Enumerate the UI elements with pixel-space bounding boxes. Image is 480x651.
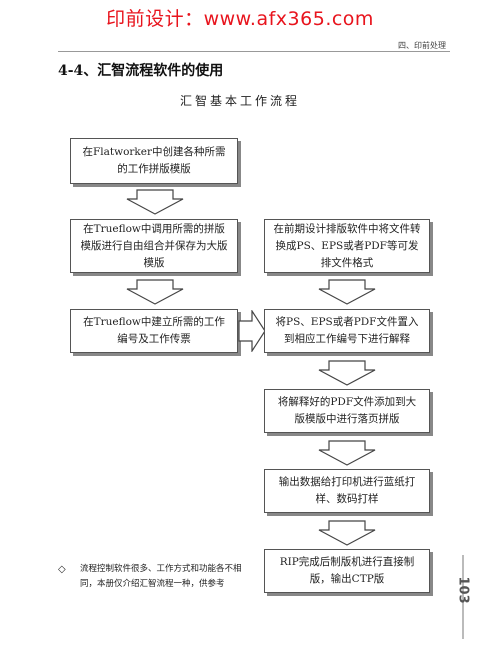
- diagram-title: 汇智基本工作流程: [179, 94, 300, 108]
- step-label: 在前期设计排版软件中将文件转换成PS、EPS或者PDF等可发排文件格式: [273, 222, 421, 269]
- footnote-text: 流程控制软件很多、工作方式和功能各不相同，本册仅介绍汇智流程一种，供参考: [80, 564, 242, 589]
- step-combine-template: 在Trueflow中调用所需的拼版模版进行自由组合并保存为大版模版: [70, 219, 238, 273]
- step-proofing: 输出数据给打印机进行蓝纸打样、数码打样: [264, 469, 430, 513]
- right-arrow-icon: [238, 310, 266, 352]
- step-label: 输出数据给打印机进行蓝纸打样、数码打样: [278, 476, 416, 505]
- down-arrow-icon: [126, 279, 184, 305]
- step-rip-files: 将PS、EPS或者PDF文件置入到相应工作编号下进行解释: [264, 309, 430, 353]
- step-label: 将解释好的PDF文件添加到大版模版中进行落页拼版: [277, 396, 417, 425]
- down-arrow-icon: [318, 360, 376, 386]
- step-convert-files: 在前期设计排版软件中将文件转换成PS、EPS或者PDF等可发排文件格式: [264, 219, 430, 273]
- down-arrow-icon: [126, 189, 184, 215]
- step-label: 将PS、EPS或者PDF文件置入到相应工作编号下进行解释: [275, 316, 419, 345]
- down-arrow-icon: [318, 520, 376, 546]
- step-label: 在Flatworker中创建各种所需的工作拼版模版: [82, 146, 226, 175]
- step-create-job: 在Trueflow中建立所需的工作编号及工作传票: [70, 309, 238, 353]
- step-label: 在Trueflow中建立所需的工作编号及工作传票: [83, 316, 225, 345]
- watermark: 印前设计：www.afx365.com: [106, 8, 374, 30]
- step-label: RIP完成后制版机进行直接制版，输出CTP版: [279, 556, 415, 585]
- step-label: 在Trueflow中调用所需的拼版模版进行自由组合并保存为大版模版: [80, 222, 228, 269]
- step-imposition: 将解释好的PDF文件添加到大版模版中进行落页拼版: [264, 389, 430, 433]
- page-margin-rule: [462, 555, 464, 639]
- down-arrow-icon: [318, 440, 376, 466]
- down-arrow-icon: [318, 279, 376, 305]
- step-ctp-output: RIP完成后制版机进行直接制版，输出CTP版: [264, 549, 430, 593]
- section-title: 4-4、汇智流程软件的使用: [58, 63, 224, 79]
- header-rule: [58, 51, 450, 52]
- step-create-template: 在Flatworker中创建各种所需的工作拼版模版: [70, 138, 238, 184]
- footnote: ◇ 流程控制软件很多、工作方式和功能各不相同，本册仅介绍汇智流程一种，供参考: [58, 562, 254, 592]
- page-number: 103: [455, 576, 471, 604]
- chapter-header: 四、印前处理: [398, 41, 446, 50]
- diamond-bullet-icon: ◇: [58, 564, 66, 575]
